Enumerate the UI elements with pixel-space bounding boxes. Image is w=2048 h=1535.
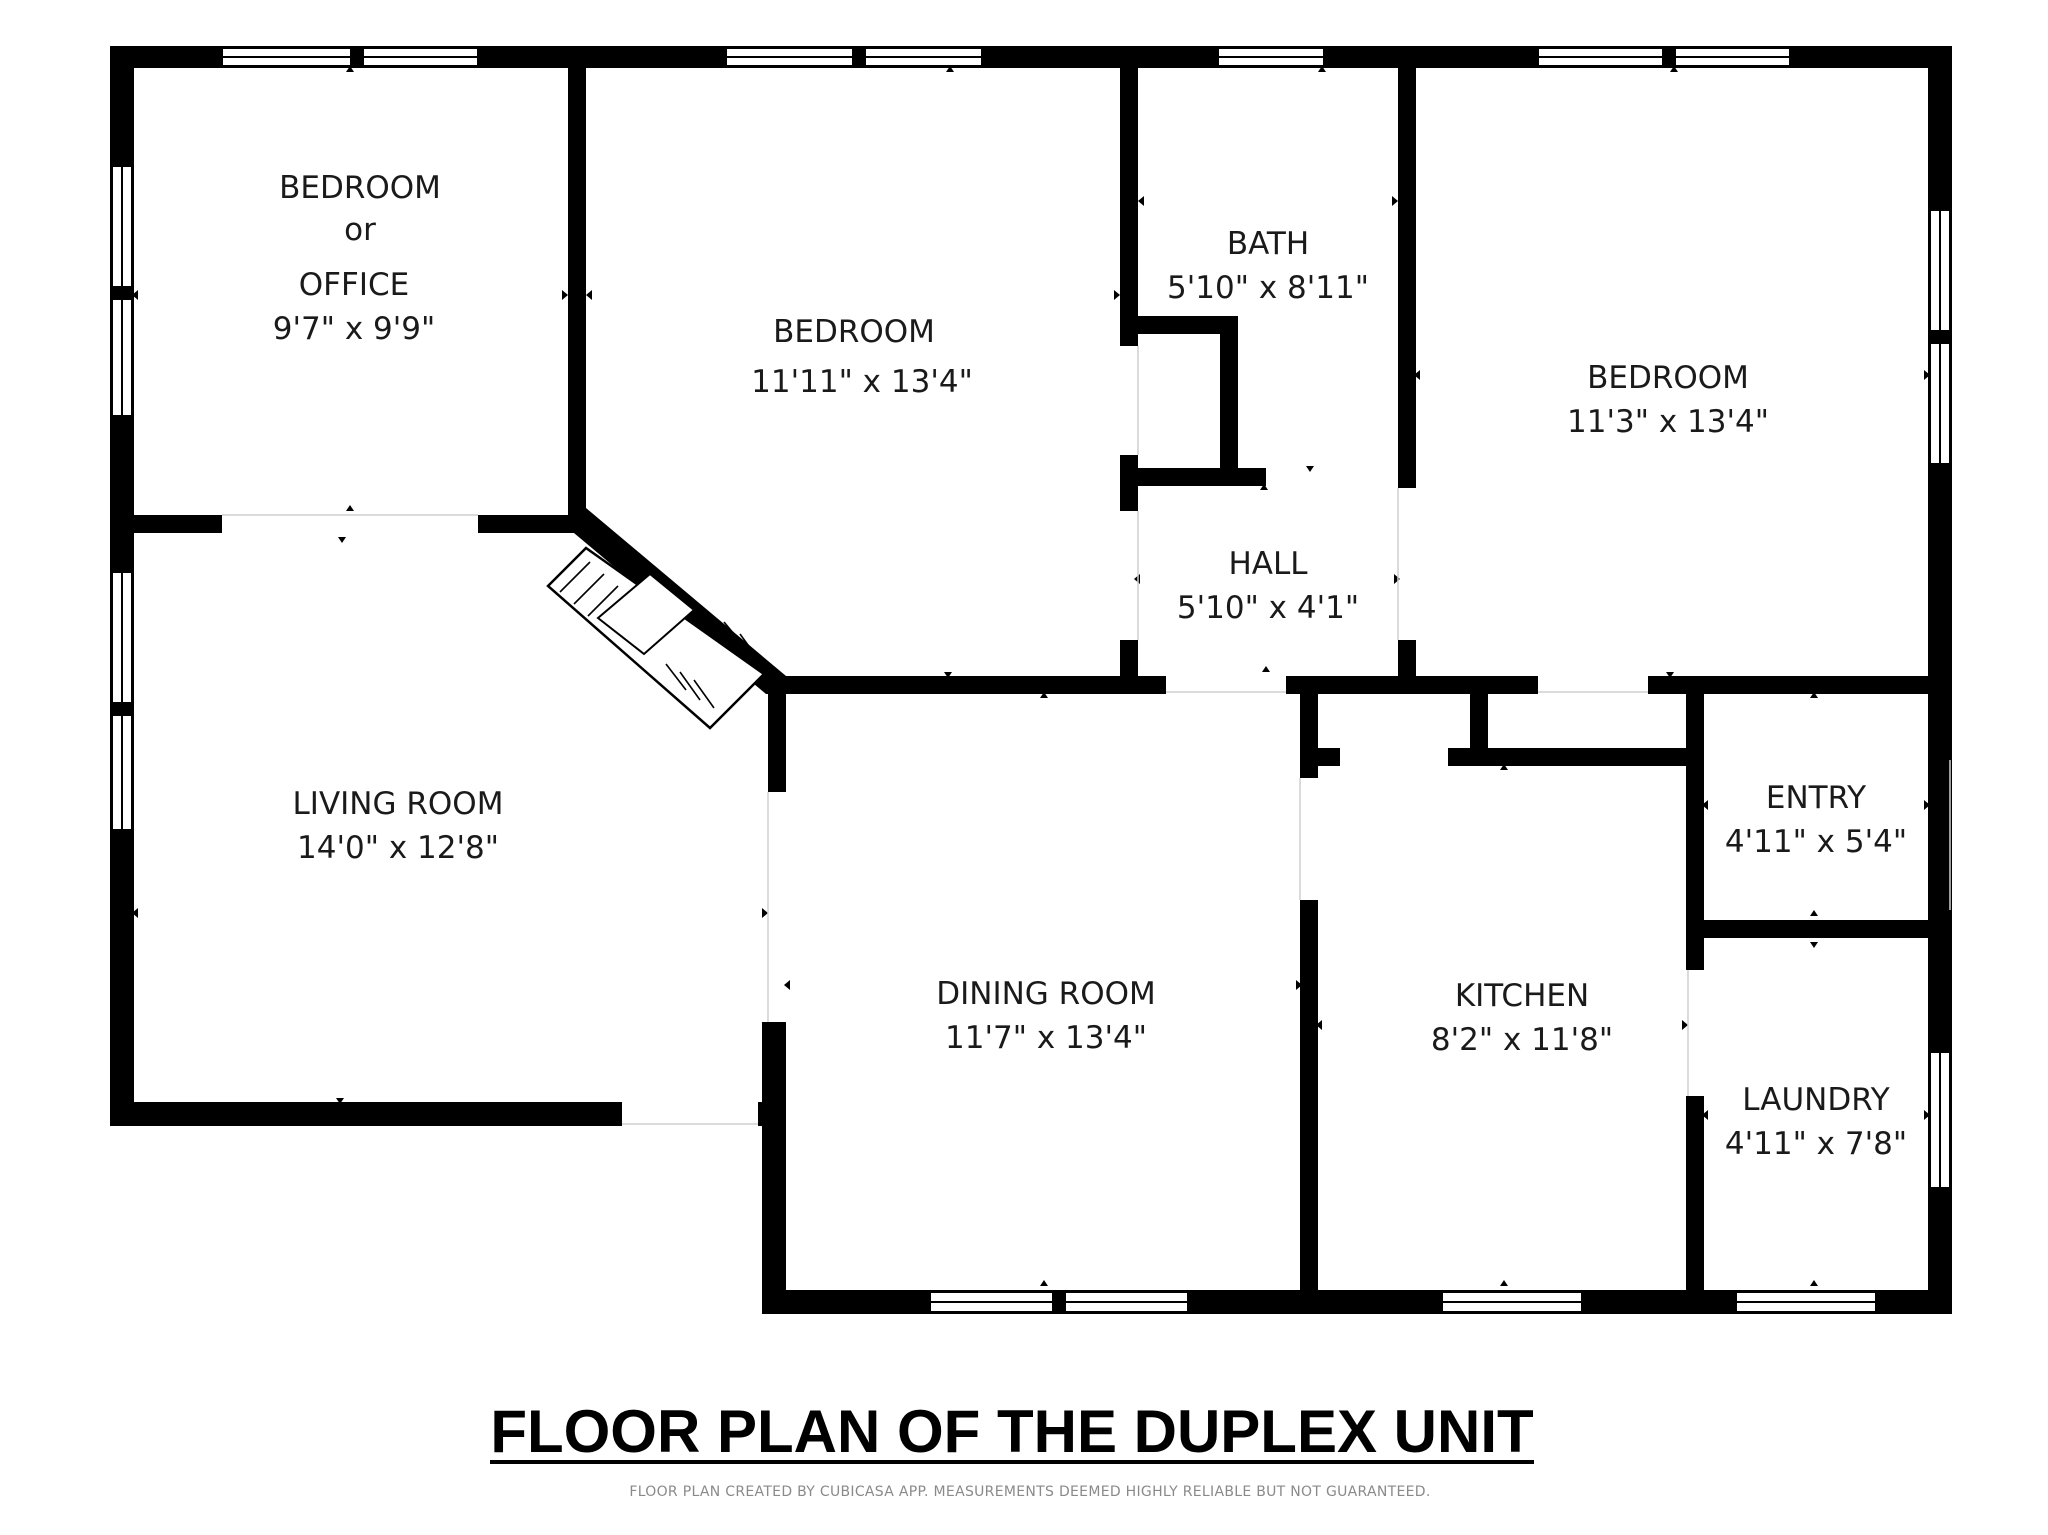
- opening-lines: [222, 346, 1951, 1125]
- room-dimensions: 4'11" x 5'4": [1725, 824, 1907, 860]
- room-label: LAUNDRY: [1742, 1082, 1889, 1118]
- room-dining-room: DINING ROOM 11'7" x 13'4": [936, 976, 1156, 1056]
- room-label: or: [344, 212, 376, 248]
- room-bedroom-office: BEDROOM or OFFICE 9'7" x 9'9": [273, 170, 441, 347]
- room-dimensions: 5'10" x 8'11": [1167, 270, 1369, 306]
- window-mullions: [110, 46, 1952, 1314]
- room-kitchen: KITCHEN 8'2" x 11'8": [1431, 978, 1613, 1058]
- room-label: LIVING ROOM: [293, 786, 504, 822]
- room-label: KITCHEN: [1455, 978, 1589, 1014]
- room-dimensions: 8'2" x 11'8": [1431, 1022, 1613, 1058]
- room-living-room: LIVING ROOM 14'0" x 12'8": [293, 786, 504, 866]
- room-bath: BATH 5'10" x 8'11": [1167, 226, 1369, 306]
- room-label: BATH: [1227, 226, 1309, 262]
- room-label: BEDROOM: [1587, 360, 1749, 396]
- room-bedroom-right: BEDROOM 11'3" x 13'4": [1567, 360, 1769, 440]
- room-dimensions: 11'3" x 13'4": [1567, 404, 1769, 440]
- room-dimensions: 4'11" x 7'8": [1725, 1126, 1907, 1162]
- room-label: ENTRY: [1766, 780, 1866, 816]
- room-label: BEDROOM: [279, 170, 441, 206]
- room-label: DINING ROOM: [936, 976, 1156, 1012]
- room-dimensions: 11'11" x 13'4": [751, 364, 973, 400]
- room-dimensions: 9'7" x 9'9": [273, 311, 436, 347]
- room-label: HALL: [1228, 546, 1308, 582]
- room-laundry: LAUNDRY 4'11" x 7'8": [1725, 1082, 1907, 1162]
- room-label: BEDROOM: [773, 314, 935, 350]
- disclaimer: FLOOR PLAN CREATED BY CUBICASA APP. MEAS…: [629, 1484, 1430, 1500]
- room-entry: ENTRY 4'11" x 5'4": [1725, 780, 1907, 860]
- room-dimensions: 14'0" x 12'8": [297, 830, 499, 866]
- plan-title: FLOOR PLAN OF THE DUPLEX UNIT: [490, 1398, 1533, 1465]
- fireplace: [546, 546, 766, 730]
- room-hall: HALL 5'10" x 4'1": [1177, 546, 1359, 626]
- door-markers: [132, 66, 1930, 1286]
- room-dimensions: 11'7" x 13'4": [945, 1020, 1147, 1056]
- room-bedroom-center: BEDROOM 11'11" x 13'4": [751, 314, 973, 400]
- room-label: OFFICE: [299, 267, 409, 303]
- room-dimensions: 5'10" x 4'1": [1177, 590, 1359, 626]
